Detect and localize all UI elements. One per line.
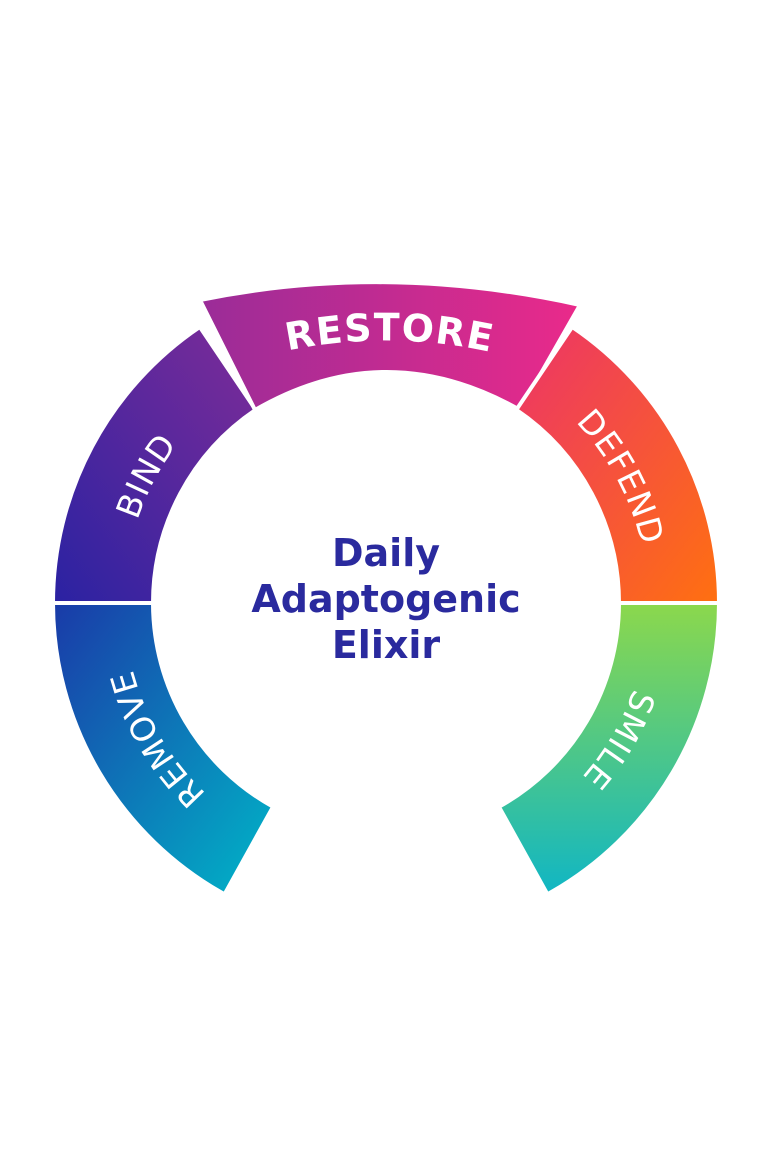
segment-restore — [197, 280, 584, 413]
center-title-line: Elixir — [331, 623, 441, 667]
center-title: Daily Adaptogenic Elixir — [186, 530, 586, 668]
center-title-line: Daily — [331, 531, 440, 575]
center-title-line: Adaptogenic — [251, 577, 521, 621]
segment-bind — [50, 324, 259, 605]
segment-smile — [496, 601, 722, 897]
